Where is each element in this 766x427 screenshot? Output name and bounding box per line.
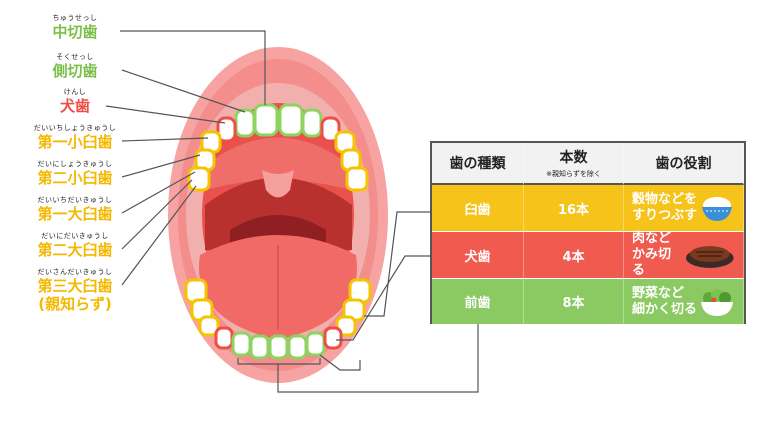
label-third-molar: だいさんだいきゅうし 第三大臼歯 (親知らず): [0, 268, 150, 313]
lower-teeth: [184, 278, 372, 337]
upper-teeth: [216, 103, 341, 143]
ruby-canine: けんし: [63, 88, 87, 96]
header-count: 本数 ※親知らずを除く: [524, 143, 624, 185]
name-lateral-incisor: 側切歯: [52, 62, 98, 80]
row-incisor-type: 前歯: [432, 279, 524, 324]
name-first-premolar: 第一小臼歯: [37, 133, 113, 151]
row-incisor-count: 8本: [524, 279, 624, 324]
row-molar-role: 穀物などをすりつぶす: [624, 185, 744, 232]
header-role: 歯の役割: [624, 143, 744, 185]
row-molar-role-line1: 穀物などを: [632, 192, 698, 207]
row-molar-count: 16本: [524, 185, 624, 232]
label-canine: けんし 犬歯: [0, 88, 150, 115]
name-canine: 犬歯: [59, 97, 90, 115]
row-canine-role-line2: かみ切る: [632, 247, 672, 278]
header-count-label: 本数: [559, 150, 588, 166]
label-first-molar: だいいちだいきゅうし 第一大臼歯: [0, 196, 150, 223]
note-wisdom-tooth: (親知らず): [38, 295, 112, 313]
ruby-third-molar: だいさんだいきゅうし: [37, 268, 113, 276]
header-count-note: ※親知らずを除く: [546, 170, 601, 178]
row-molar-type: 臼歯: [432, 185, 524, 232]
row-canine-count: 4本: [524, 232, 624, 279]
row-canine-role: 肉などかみ切る: [624, 231, 744, 279]
row-canine-role-line1: 肉など: [632, 231, 672, 246]
palate: [206, 137, 350, 190]
name-third-molar: 第三大臼歯: [37, 277, 113, 295]
teeth-table: 歯の種類 本数 ※親知らずを除く 歯の役割 臼歯 16本 穀物などをすりつぶす …: [430, 141, 746, 324]
label-lateral-incisor: そくせっし 側切歯: [0, 53, 150, 80]
uvula: [262, 170, 294, 198]
salad-icon: [701, 288, 733, 316]
name-second-molar: 第二大臼歯: [37, 241, 113, 259]
label-first-premolar: だいいちしょうきゅうし 第一小臼歯: [0, 124, 150, 151]
steak-icon: [685, 246, 734, 268]
ruby-second-molar: だいにだいきゅうし: [41, 232, 109, 240]
row-incisor-role-line1: 野菜など: [632, 285, 685, 301]
name-central-incisor: 中切歯: [52, 23, 98, 41]
tooth-upper-central-right: [278, 103, 304, 137]
ruby-second-premolar: だいにしょうきゅうし: [37, 160, 113, 168]
label-second-premolar: だいにしょうきゅうし 第二小臼歯: [0, 160, 150, 187]
tooth-upper-central-left: [253, 103, 279, 137]
ruby-lateral-incisor: そくせっし: [56, 53, 94, 61]
ruby-first-molar: だいいちだいきゅうし: [37, 196, 113, 204]
ruby-central-incisor: ちゅうせっし: [52, 14, 98, 22]
rice-bowl-icon: [702, 197, 732, 221]
row-incisor-role: 野菜など細かく切る: [624, 279, 744, 324]
name-second-premolar: 第二小臼歯: [37, 169, 113, 187]
leader-lines: [105, 30, 479, 393]
row-canine-type: 犬歯: [432, 232, 524, 279]
row-molar-role-line2: すりつぶす: [632, 208, 698, 223]
header-type: 歯の種類: [432, 143, 524, 185]
label-central-incisor: ちゅうせっし 中切歯: [0, 14, 150, 41]
row-incisor-role-line2: 細かく切る: [632, 301, 698, 317]
label-second-molar: だいにだいきゅうし 第二大臼歯: [0, 232, 150, 259]
ruby-first-premolar: だいいちしょうきゅうし: [33, 124, 117, 132]
name-first-molar: 第一大臼歯: [37, 205, 113, 223]
